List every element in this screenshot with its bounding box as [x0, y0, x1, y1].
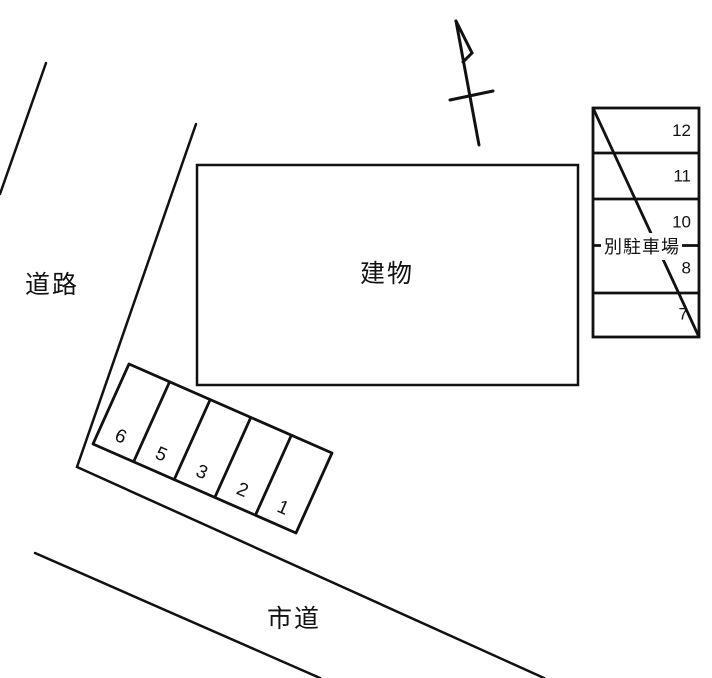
- stall-number: 1: [274, 496, 292, 519]
- annex-parking-label: 別駐車場: [604, 237, 680, 257]
- stall-number: 7: [679, 305, 688, 324]
- building-label: 建物: [360, 260, 414, 288]
- stall-number: 12: [672, 121, 691, 140]
- left-parking-divider-4: [254, 434, 293, 516]
- stall-number: 3: [193, 461, 211, 484]
- left-parking-row: [91, 362, 334, 535]
- site-boundary-line: [75, 122, 546, 678]
- left-parking-divider-2: [172, 399, 212, 481]
- left-parking-divider-3: [213, 416, 253, 498]
- annex-label-background: [601, 233, 682, 260]
- left-parking-divider-1: [132, 381, 171, 463]
- left-parking-stall-numbers: 6 5 3 2 1: [111, 425, 292, 520]
- stall-number: 2: [233, 479, 251, 502]
- north-arrow-icon: [448, 19, 495, 147]
- stall-number: 10: [672, 213, 691, 232]
- annex-diagonal-line: [591, 107, 701, 338]
- road-left-label: 道路: [25, 271, 79, 299]
- stall-number: 8: [682, 259, 691, 278]
- stall-number: 11: [673, 167, 691, 186]
- annex-parking-outline: [591, 106, 701, 339]
- road-left-outer-edge-line: [0, 61, 48, 196]
- city-road-label: 市道: [267, 605, 321, 633]
- annex-stall-numbers: 12 11 10 8 7: [672, 121, 691, 324]
- north-arrow-pennant: [454, 19, 474, 64]
- stall-number: 6: [111, 425, 129, 448]
- annex-parking-column: 別駐車場 12 11 10 8 7: [591, 106, 701, 339]
- stall-number: 5: [152, 443, 170, 466]
- city-road-lower-edge-line: [33, 551, 322, 678]
- north-arrow-shaft: [454, 19, 481, 147]
- building-outline: [195, 163, 580, 387]
- left-parking-outline: [91, 362, 334, 535]
- north-arrow-crossbar: [448, 89, 495, 102]
